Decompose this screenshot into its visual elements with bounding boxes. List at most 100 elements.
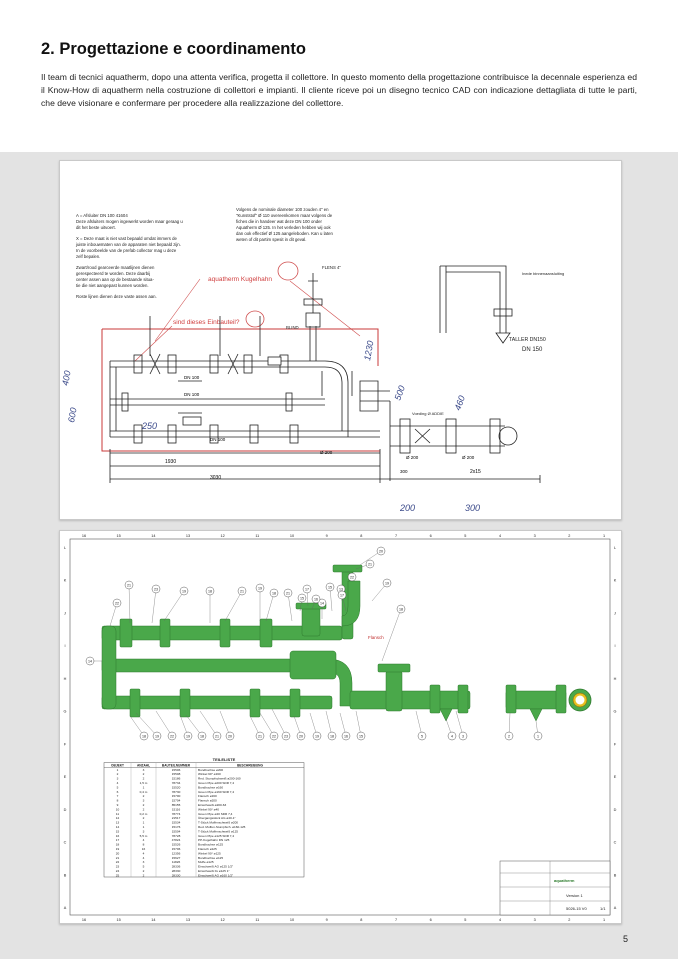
row-marker: J (64, 611, 66, 615)
parts-list-cell: 5 (143, 865, 145, 869)
part-balloon-number: 22 (170, 734, 174, 738)
parts-list-cell: 3 (117, 777, 119, 781)
column-marker: 7 (395, 918, 397, 922)
parts-list-title: TEILELISTE (213, 757, 236, 762)
cad-frame (69, 538, 611, 916)
parts-list-cell: Bundbuchse ø125 (198, 856, 223, 860)
dim-dn100-c: DN 100 (210, 437, 226, 442)
page-number: 5 (623, 934, 629, 944)
part-balloon-number: 1 (537, 734, 539, 738)
parts-list-cell: Bundbuchse ø125 (198, 843, 223, 847)
part-balloon: 4 (445, 718, 457, 741)
column-marker: 8 (360, 534, 362, 538)
sketch-notes-right: Volgens de nominale diameter 100 zouden … (236, 207, 334, 242)
dim-300: 300 (400, 469, 408, 474)
part-balloon-number: 13 (339, 587, 343, 591)
sketch-note-left: center assen aan op de bestaande situa- (76, 277, 154, 282)
part-balloon-number: 17 (340, 593, 344, 597)
parts-list-cell: 85155 (172, 803, 181, 807)
row-marker: H (614, 677, 617, 681)
parts-list-cell: 8 (117, 799, 119, 803)
parts-list-cell: 2 (143, 777, 145, 781)
pen-note-600: 600 (66, 407, 78, 424)
parts-list-cell: 15116 (172, 807, 181, 811)
part-balloon-number: 21 (215, 734, 219, 738)
part-balloon-number: 18 (399, 607, 403, 611)
part-balloon: 18 (185, 714, 207, 741)
parts-list-cell: 28336 (172, 865, 181, 869)
parts-list-cell: 6 (117, 790, 119, 794)
part-balloon-number: 15 (359, 734, 363, 738)
part-balloon-number: 19 (258, 586, 262, 590)
parts-list-cell: 17 (116, 838, 120, 842)
part-balloon-number: 18 (330, 734, 334, 738)
column-marker: 9 (326, 534, 328, 538)
parts-list-cell: 15504 (172, 829, 181, 833)
parts-list-cell: 20 (116, 851, 120, 855)
parts-list-cell: Flansch ø160 (198, 794, 217, 798)
row-marker: L (614, 546, 616, 550)
parts-list-cell: Einschweiß ø200-63 (198, 803, 226, 807)
row-marker: K (614, 579, 617, 583)
column-marker: 10 (290, 918, 294, 922)
parts-list-cell: PP-Kugelhahn DN 125 (198, 838, 230, 842)
column-marker: 15 (117, 918, 121, 922)
parts-list-cell: 15520 (172, 785, 181, 789)
title-block-company: aquatherm (554, 878, 575, 883)
parts-list-cell: 0,2 m (140, 812, 148, 816)
part-balloon-number: 15 (300, 596, 304, 600)
column-marker: 2 (568, 918, 570, 922)
part-balloon: 23 (271, 708, 291, 741)
parts-list-cell: 12 (116, 816, 120, 820)
parts-list-cell: 2 (143, 794, 145, 798)
dim-o200-c: Ø 200 (320, 450, 333, 455)
parts-list-cell: 11 (116, 812, 119, 816)
column-marker: 1 (603, 534, 605, 538)
parts-list-cell: 15700 (172, 794, 181, 798)
sketch-note-right: "Kunststof" Ø 110 overeenkomen maar volg… (236, 213, 333, 218)
row-marker: E (614, 775, 617, 779)
part-balloon-number: 23 (154, 587, 158, 591)
column-marker: 5 (464, 534, 466, 538)
part-balloon-number: 21 (240, 589, 244, 593)
part-balloon: 19 (255, 583, 265, 621)
parts-list-cell: 5,5 m (140, 834, 148, 838)
part-balloon: 19 (135, 712, 162, 741)
hand-note-voeding: Voeding Ø ADDIE (412, 411, 444, 416)
part-balloon-number: 21 (258, 734, 262, 738)
intro-paragraph: Il team di tecnici aquatherm, dopo una a… (41, 72, 637, 108)
parts-list-cell: 4 (117, 781, 119, 785)
part-balloon: 19 (179, 714, 193, 741)
dim-o200-b: Ø 200 (462, 455, 475, 460)
parts-list-cell: 15506 (172, 768, 181, 772)
parts-list-cell: 19 (116, 847, 120, 851)
parts-list-cell: 78730 (172, 790, 181, 794)
column-marker: 5 (464, 918, 466, 922)
title-block-sheet: 1/1 (600, 906, 606, 911)
part-balloon-number: 14 (88, 659, 92, 663)
sketch-note-left: In de voorbeelde van de prefab collector… (76, 248, 177, 253)
column-marker: 2 (568, 534, 570, 538)
dim-dn100-b: DN 100 (184, 392, 200, 397)
sketch-note-left: zelf bepalen. (76, 254, 100, 259)
sketch-note-left: Roste lijnen dienen deze vaste assen aan… (76, 294, 157, 299)
part-balloon: 21 (199, 710, 222, 741)
pipe-assembly-upper (109, 273, 541, 483)
column-marker: 11 (255, 918, 259, 922)
parts-list-cell: 25 (116, 873, 120, 877)
part-balloon: 2 (504, 712, 514, 741)
column-marker: 11 (255, 534, 259, 538)
parts-list-cell: Bundbuchse ø200 (198, 768, 223, 772)
parts-list-cell: Green Pipe ø200 SDR 7,4 (198, 781, 234, 785)
